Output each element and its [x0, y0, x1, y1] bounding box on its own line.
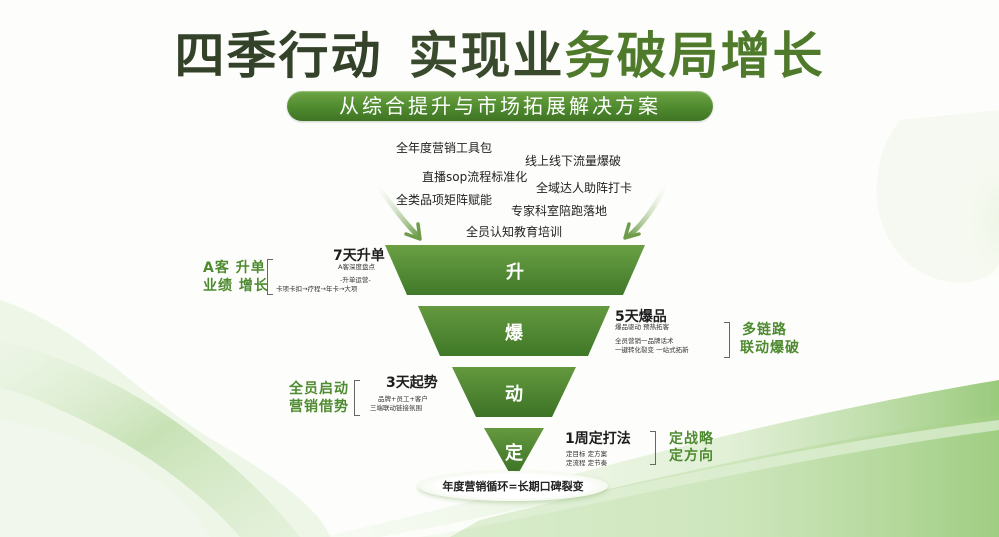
bracket-divider	[267, 259, 273, 295]
side-label-line: 联动爆破	[740, 340, 800, 356]
funnel-base-ellipse	[418, 471, 608, 501]
curved-arrow-down-left-icon	[623, 182, 670, 240]
stage-sub: 爆品驱动 预热拓客	[615, 323, 670, 331]
side-label-line: 营销借势	[289, 399, 349, 415]
stage-sub: 一键转化裂变 一站式拓新	[615, 346, 689, 354]
title-part-2a: 实现业	[408, 26, 565, 85]
funnel-tier-ding: 定	[484, 428, 544, 478]
stage-title-1week: 1周定打法	[565, 431, 631, 447]
stage-title-7day: 7天升单	[333, 248, 385, 264]
stage-sub: A客深度盘点	[338, 263, 375, 271]
keyword-item: 全类品项矩阵赋能	[396, 193, 493, 207]
stage-title-3day: 3天起势	[386, 375, 438, 391]
stage-sub: 三端联动链接氛围	[370, 404, 422, 412]
bracket-divider	[354, 380, 360, 416]
keyword-item: 全域达人助阵打卡	[536, 181, 633, 195]
bracket-divider	[724, 322, 730, 358]
title-part-2b: 务破局增长	[564, 26, 825, 85]
stage-sub: 全员营销一品牌话术	[615, 337, 674, 345]
tier-label: 动	[505, 384, 523, 405]
funnel-tier-bao: 爆	[418, 306, 610, 356]
stage-sub: -升单运营-	[340, 276, 371, 284]
keyword-item: 全员认知教育培训	[466, 225, 563, 239]
tier-label: 爆	[505, 323, 523, 344]
curved-arrow-down-right-icon	[373, 182, 422, 241]
side-label-line: 多链路	[742, 322, 787, 338]
side-label-line: A客 升单	[203, 260, 266, 276]
funnel-tier-dong: 动	[452, 367, 576, 417]
side-label-line: 全员启动	[289, 381, 349, 397]
stage-sub: 定流程 定节奏	[566, 459, 608, 467]
funnel-tier-sheng: 升	[385, 245, 645, 295]
stage-sub: 品牌+员工+客户	[378, 395, 428, 403]
stage-title-5day: 5天爆品	[615, 309, 667, 325]
tier-label: 定	[505, 443, 523, 464]
page-title: 四季行动实现业务破局增长	[0, 26, 999, 86]
funnel-base-text: 年度营销循环=长期口碑裂变	[442, 480, 584, 493]
tier-label: 升	[506, 262, 524, 283]
bracket-divider	[650, 431, 656, 465]
keyword-item: 专家科室陪跑落地	[511, 204, 608, 218]
side-label-line: 定战略	[669, 431, 714, 447]
stage-sub: 定目标 定方案	[566, 450, 608, 458]
keyword-item: 直播sop流程标准化	[422, 170, 528, 184]
keyword-item: 全年度营销工具包	[396, 141, 493, 155]
title-part-1: 四季行动	[174, 26, 383, 85]
keyword-item: 线上线下流量爆破	[525, 154, 622, 168]
subtitle-banner: 从综合提升与市场拓展解决方案	[287, 91, 713, 121]
stage-sub: 卡项卡扣→疗程→年卡→大项	[276, 285, 358, 293]
side-label-line: 定方向	[669, 448, 714, 464]
side-label-line: 业绩 增长	[203, 278, 269, 294]
